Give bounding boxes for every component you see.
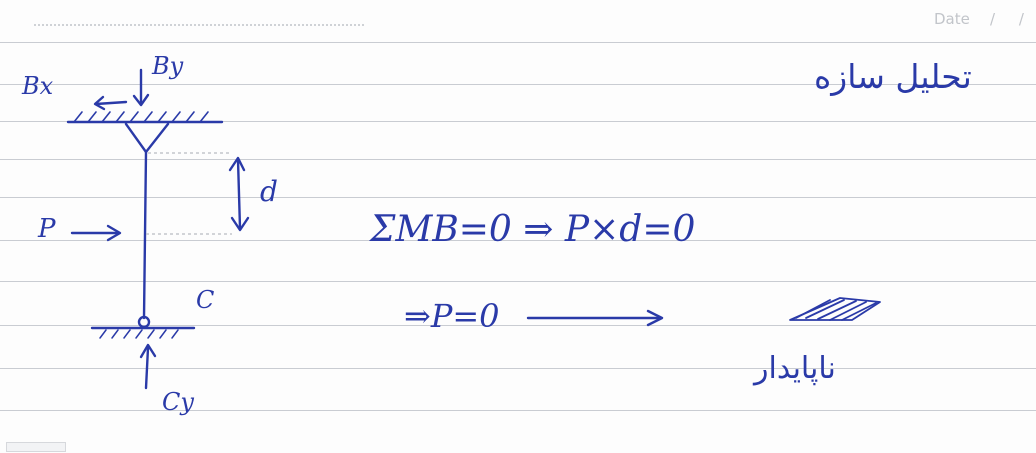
arrow-bx bbox=[94, 100, 128, 106]
top-support-hatch bbox=[73, 111, 209, 123]
date-slashes: / / bbox=[990, 10, 1024, 28]
ruled-line bbox=[0, 121, 1036, 122]
ruled-line bbox=[0, 84, 1036, 85]
dimension-d-bottom-head bbox=[230, 216, 250, 232]
ruled-line bbox=[0, 368, 1036, 369]
dimension-d bbox=[236, 158, 242, 230]
equation-moment: ΣMB=0 ⇒ P×d=0 bbox=[370, 209, 696, 250]
column-member bbox=[142, 150, 148, 320]
result-text: ناپایدار bbox=[754, 351, 836, 386]
dimension-d-top-head bbox=[228, 156, 246, 172]
label-c: C bbox=[196, 286, 215, 314]
label-p: P bbox=[38, 214, 56, 244]
ruled-line bbox=[0, 159, 1036, 160]
date-label: Date bbox=[934, 10, 970, 28]
bottom-support-hatch bbox=[99, 329, 179, 339]
label-by: By bbox=[152, 52, 184, 80]
ruled-line bbox=[0, 42, 1036, 43]
arrow-cy bbox=[144, 346, 150, 390]
ruled-line bbox=[0, 240, 1036, 241]
label-bx: Bx bbox=[22, 72, 54, 100]
unstable-sketch bbox=[789, 297, 881, 321]
ruled-line bbox=[0, 410, 1036, 411]
header-dotted-line bbox=[34, 24, 364, 26]
title-text: تحلیل سازه bbox=[814, 57, 972, 96]
pin-support-b bbox=[124, 122, 170, 154]
equation-p-zero: ⇒P=0 bbox=[404, 297, 500, 335]
label-cy: Cy bbox=[162, 388, 194, 416]
arrow-by-head bbox=[132, 93, 150, 107]
ruled-line bbox=[0, 197, 1036, 198]
label-d: d bbox=[260, 175, 278, 208]
arrow-cy-head bbox=[139, 343, 157, 359]
ruled-line bbox=[0, 325, 1036, 326]
arrow-to-result-head bbox=[646, 309, 664, 327]
arrow-bx-head bbox=[93, 95, 106, 111]
arrow-p-head bbox=[106, 224, 122, 242]
scanner-watermark bbox=[6, 442, 66, 452]
ruled-line bbox=[0, 281, 1036, 282]
